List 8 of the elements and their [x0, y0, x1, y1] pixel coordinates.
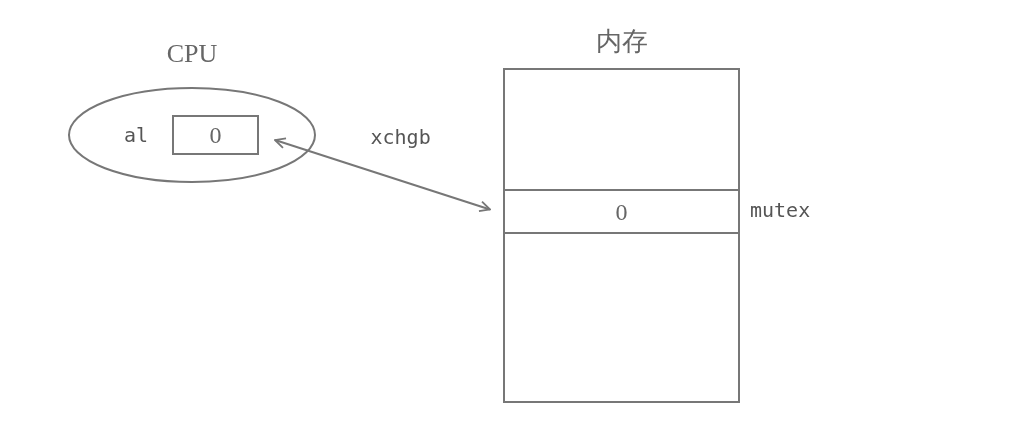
- variable-name: al: [124, 123, 149, 147]
- value-text: 0: [208, 121, 223, 149]
- heading: CPU: [165, 38, 219, 70]
- heading: 内存: [594, 26, 649, 58]
- value-text: 0: [614, 198, 629, 225]
- register-box: [172, 115, 259, 155]
- memory-cell: [503, 189, 740, 234]
- variable-name: mutex: [750, 198, 811, 222]
